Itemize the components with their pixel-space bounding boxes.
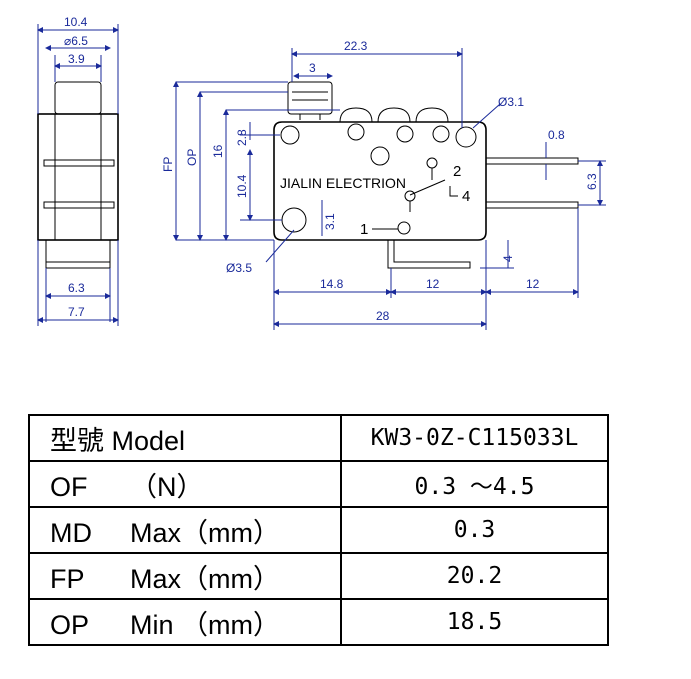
front-terminal-thickness: 0.8 [548,128,565,142]
table-row: MD Max（mm） 0.3 [28,506,609,554]
front-hole-dia-top: Ø3.1 [498,95,524,109]
spec-value: 0.3 ～4.5 [340,460,609,508]
spec-label-text: FP [50,563,85,594]
terminal-2-label: 2 [453,163,461,180]
spec-label: OF （N） [28,460,342,508]
front-plunger-offset: 3 [309,61,316,75]
front-op-label: OP [185,149,199,166]
front-height-3-1: 3.1 [323,213,337,230]
side-lower-width: 6.3 [68,281,85,295]
front-height-10-4: 10.4 [235,174,249,198]
spec-label-text: OP [50,609,90,640]
front-height-2-8: 2.8 [235,129,249,146]
front-terminal-pitch: 6.3 [585,173,599,190]
spec-label: OP Min （mm） [28,598,342,646]
side-base-width: 7.7 [68,305,85,319]
spec-value: 0.3 [340,506,609,554]
spec-value: 18.5 [340,598,609,646]
front-terminal-drop: 4 [501,255,515,262]
table-row: OP Min （mm） 18.5 [28,598,609,646]
front-view: JIALIN ELECTRION 2 4 1 22.3 3 Ø3.1 0.8 [161,39,606,330]
front-length-top: 22.3 [344,39,368,53]
spec-label: FP Max（mm） [28,552,342,600]
table-row: FP Max（mm） 20.2 [28,552,609,600]
front-hole-dia-bottom: Ø3.5 [226,261,252,275]
table-row: 型號 Model KW3-0Z-C115033L [28,414,609,462]
technical-drawing: 10.4 ⌀6.5 3.9 6.3 7.7 [37,15,606,330]
terminal-1-label: 1 [360,221,368,238]
front-len-12-b: 12 [526,277,540,291]
spec-value: KW3-0Z-C115033L [340,414,609,462]
spec-value: 20.2 [340,552,609,600]
side-view: 10.4 ⌀6.5 3.9 6.3 7.7 [37,15,119,326]
spec-label: MD Max（mm） [28,506,342,554]
spec-label-unit: Max（mm） [130,517,280,548]
table-row: OF （N） 0.3 ～4.5 [28,460,609,508]
spec-label-unit: Min （mm） [130,609,280,640]
spec-label: 型號 Model [28,414,342,462]
front-height-16: 16 [211,144,225,158]
side-plunger-width: 3.9 [68,52,85,66]
brand-text: JIALIN ELECTRION [280,175,406,191]
spec-label-unit: Max（mm） [130,563,280,594]
spec-label-unit: （N） [130,471,204,502]
terminal-4-label: 4 [462,188,470,205]
front-fp-label: FP [161,157,175,172]
spec-table: 型號 Model KW3-0Z-C115033L OF（N） 0.3 ～4.5 … [28,414,609,646]
side-diameter: ⌀6.5 [64,34,88,48]
front-len-14-8: 14.8 [320,277,344,291]
spec-label-text: 型號 Model [50,425,186,456]
side-width-total: 10.4 [64,15,88,29]
front-len-28: 28 [376,309,390,323]
spec-label-text: MD [50,517,92,548]
spec-label-text: OF [50,471,88,502]
front-len-12-a: 12 [426,277,440,291]
